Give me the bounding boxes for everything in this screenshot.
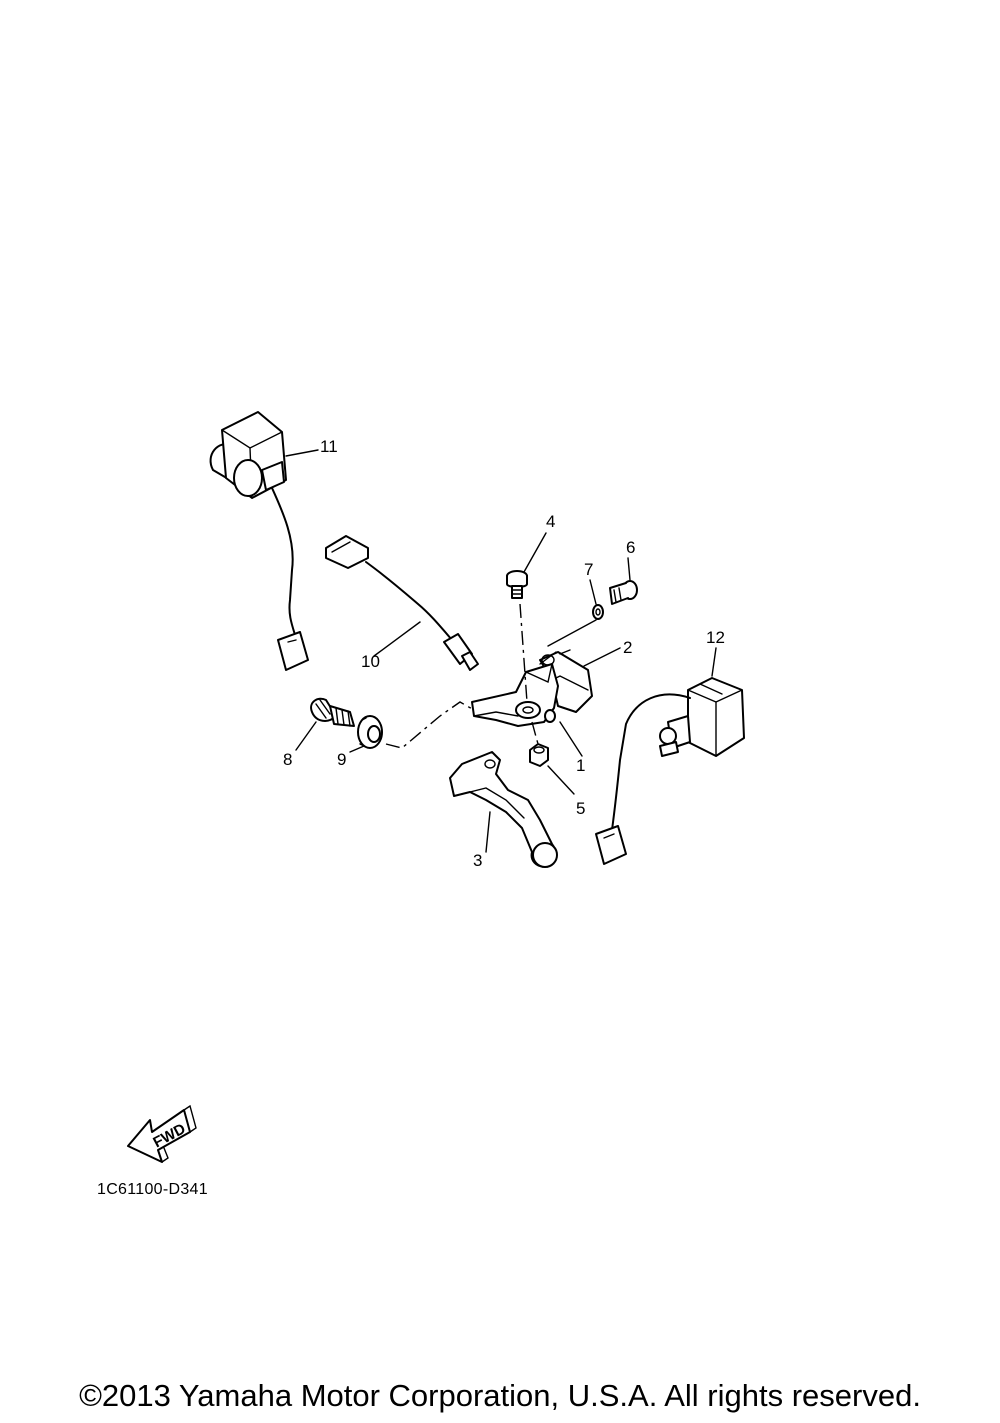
part-3-lever — [449, 751, 558, 868]
callout-9: 9 — [337, 750, 346, 769]
part-8-adjuster — [310, 697, 355, 727]
part-6-screw — [609, 580, 638, 605]
diagram-code: 1C61100-D341 — [97, 1181, 208, 1198]
part-12-right-switch — [595, 677, 745, 865]
callout-5: 5 — [576, 799, 585, 818]
part-11-left-switch — [209, 411, 309, 671]
part-4-bolt — [506, 570, 528, 599]
callout-11: 11 — [320, 437, 338, 456]
part-5-nut — [529, 743, 549, 767]
callout-6: 6 — [626, 538, 635, 557]
callout-10: 10 — [361, 652, 380, 671]
leader-lines — [285, 449, 717, 853]
callout-4: 4 — [546, 512, 555, 531]
part-7-washer — [592, 604, 604, 620]
assembly-centerlines — [385, 603, 539, 749]
callout-8: 8 — [283, 750, 292, 769]
copyright-notice: ©2013 Yamaha Motor Corporation, U.S.A. A… — [79, 1378, 921, 1413]
callout-12: 12 — [706, 628, 725, 647]
fwd-arrow-icon: FWD — [127, 1104, 197, 1163]
callout-1: 1 — [576, 756, 585, 775]
part-9-locknut — [357, 715, 383, 749]
callout-labels: 1 2 3 4 5 6 7 8 9 10 11 12 — [283, 437, 725, 870]
callout-2: 2 — [623, 638, 632, 657]
callout-3: 3 — [473, 851, 482, 870]
callout-7: 7 — [584, 560, 593, 579]
part-1-lever-holder — [471, 663, 559, 727]
part-10-clutch-switch — [325, 535, 479, 671]
